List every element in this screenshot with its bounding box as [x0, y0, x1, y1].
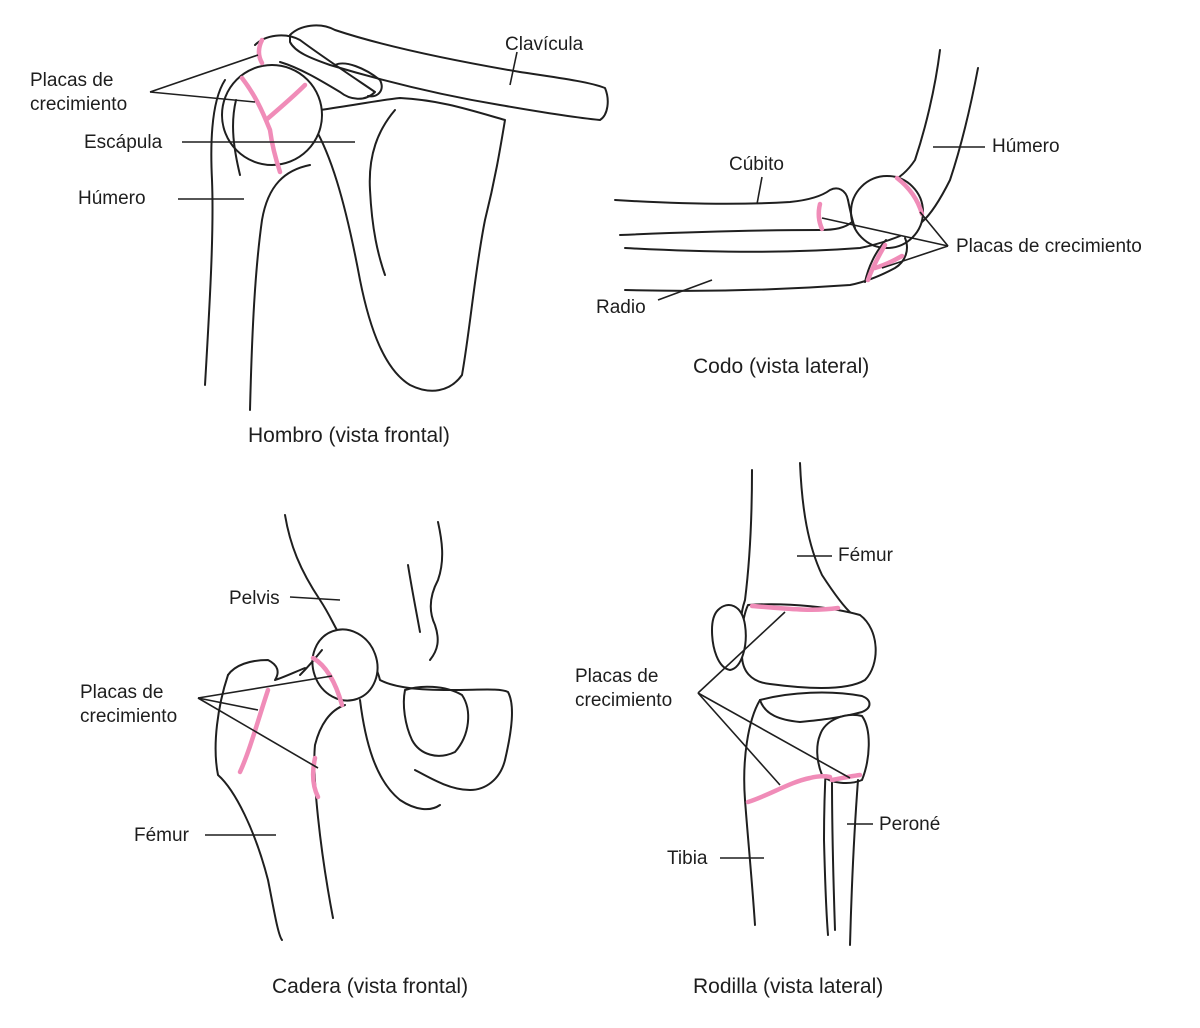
scapula-outline [309, 97, 506, 392]
shoulder-plates-leader-2 [149, 91, 256, 103]
elbow-diagram: Húmero Cúbito Placas de crecimiento Radi… [596, 49, 1142, 378]
pelvis-outline [284, 514, 513, 791]
femoral-head-growth-plate [310, 655, 345, 708]
knee-caption: Rodilla (vista lateral) [693, 975, 883, 998]
shoulder-humerus-label: Húmero [78, 188, 146, 209]
ulna-growth-plate [816, 201, 825, 232]
knee-femur-outline-right [799, 462, 853, 615]
knee-femur-label: Fémur [838, 545, 894, 566]
knee-plates-leader-2 [697, 692, 781, 786]
shoulder-plates-label-line2: crecimiento [30, 94, 127, 115]
scapula-label: Escápula [84, 132, 163, 153]
elbow-humerus-label: Húmero [992, 136, 1060, 157]
fibula-label: Peroné [879, 814, 940, 835]
hip-plates-leader-1 [197, 675, 333, 699]
hip-plates-leader-2 [197, 697, 259, 711]
shoulder-diagram: Clavícula Placas de crecimiento Escápula… [30, 24, 609, 447]
obturator-foramen [402, 685, 470, 757]
lesser-trochanter-growth-plate [310, 755, 321, 800]
knee-plates-leader-1 [697, 611, 786, 694]
acromion-growth-plate [256, 37, 265, 66]
ulna-label: Cúbito [729, 154, 784, 175]
hip-femur-label: Fémur [134, 825, 190, 846]
elbow-caption: Codo (vista lateral) [693, 355, 869, 378]
shoulder-plates-label-line1: Placas de [30, 70, 113, 91]
pelvis-leader [289, 596, 341, 601]
ulna-outline-top [614, 187, 849, 205]
pelvis-outline-outer [429, 521, 444, 661]
radial-head-outline [864, 239, 887, 283]
fibula-outline-left [831, 779, 836, 931]
tibia-plateau [759, 691, 871, 723]
ischium-outline [359, 699, 441, 811]
fibula-head [816, 714, 870, 784]
shoulder-growth-plate-branch [263, 82, 308, 123]
elbow-humerus-condyle [850, 175, 924, 249]
knee-plates-label-line1: Placas de [575, 666, 658, 687]
clavicle-leader [509, 51, 518, 86]
hip-plates-label-line1: Placas de [80, 682, 163, 703]
elbow-plates-leader-1 [919, 211, 949, 247]
knee-diagram: Fémur Placas de crecimiento Tibia Peroné… [575, 462, 940, 998]
knee-femur-growth-plate [749, 603, 841, 612]
elbow-plates-leader-3 [881, 245, 949, 269]
femur-outline-left [214, 674, 283, 941]
elbow-plates-leader-2 [821, 217, 949, 247]
clavicle-outline [289, 24, 609, 121]
patella [711, 604, 747, 671]
hip-plates-label-line2: crecimiento [80, 706, 177, 727]
greater-trochanter-growth-plate [237, 687, 271, 775]
radius-leader [657, 279, 713, 301]
tibia-outline-left [743, 699, 761, 926]
radius-growth-plate [865, 242, 888, 283]
pelvis-inner-line [407, 564, 421, 633]
ulna-outline-bottom [619, 221, 853, 236]
humerus-inner-line [232, 99, 241, 176]
scapula-spine-line [368, 109, 396, 276]
tibia-growth-plate [745, 774, 833, 805]
knee-plates-label-line2: crecimiento [575, 690, 672, 711]
radius-outline-top [624, 235, 901, 253]
fibula-outline-right [849, 779, 859, 946]
elbow-humerus-outline-right [921, 67, 979, 223]
hip-plates-leader-3 [197, 697, 319, 769]
shoulder-caption: Hombro (vista frontal) [248, 424, 450, 447]
elbow-humerus-outline-left [889, 49, 941, 183]
acromion-outline [254, 34, 376, 100]
hip-diagram: Pelvis Placas de crecimiento Fémur Cader… [80, 514, 513, 998]
knee-plates-leader-3 [697, 692, 851, 779]
radius-growth-plate-branch [872, 253, 905, 271]
femoral-head [311, 628, 379, 702]
radius-label: Radio [596, 297, 646, 318]
femoral-condyle [740, 603, 877, 689]
pelvis-label: Pelvis [229, 588, 280, 609]
elbow-plates-label: Placas de crecimiento [956, 236, 1142, 257]
fibula-growth-plate [829, 772, 863, 783]
femur-neck-lower [313, 704, 346, 919]
coracoid-outline [334, 62, 383, 98]
ulna-leader [756, 176, 763, 205]
tibia-label: Tibia [667, 848, 708, 869]
humerus-outline-right [249, 164, 311, 411]
greater-trochanter-outline [227, 659, 306, 681]
shoulder-growth-plate [239, 75, 283, 175]
humerus-outline-left [204, 79, 226, 386]
hip-caption: Cadera (vista frontal) [272, 975, 468, 998]
elbow-humerus-growth-plate [894, 175, 925, 217]
shoulder-plates-leader-1 [149, 54, 259, 93]
clavicle-label: Clavícula [505, 34, 584, 55]
